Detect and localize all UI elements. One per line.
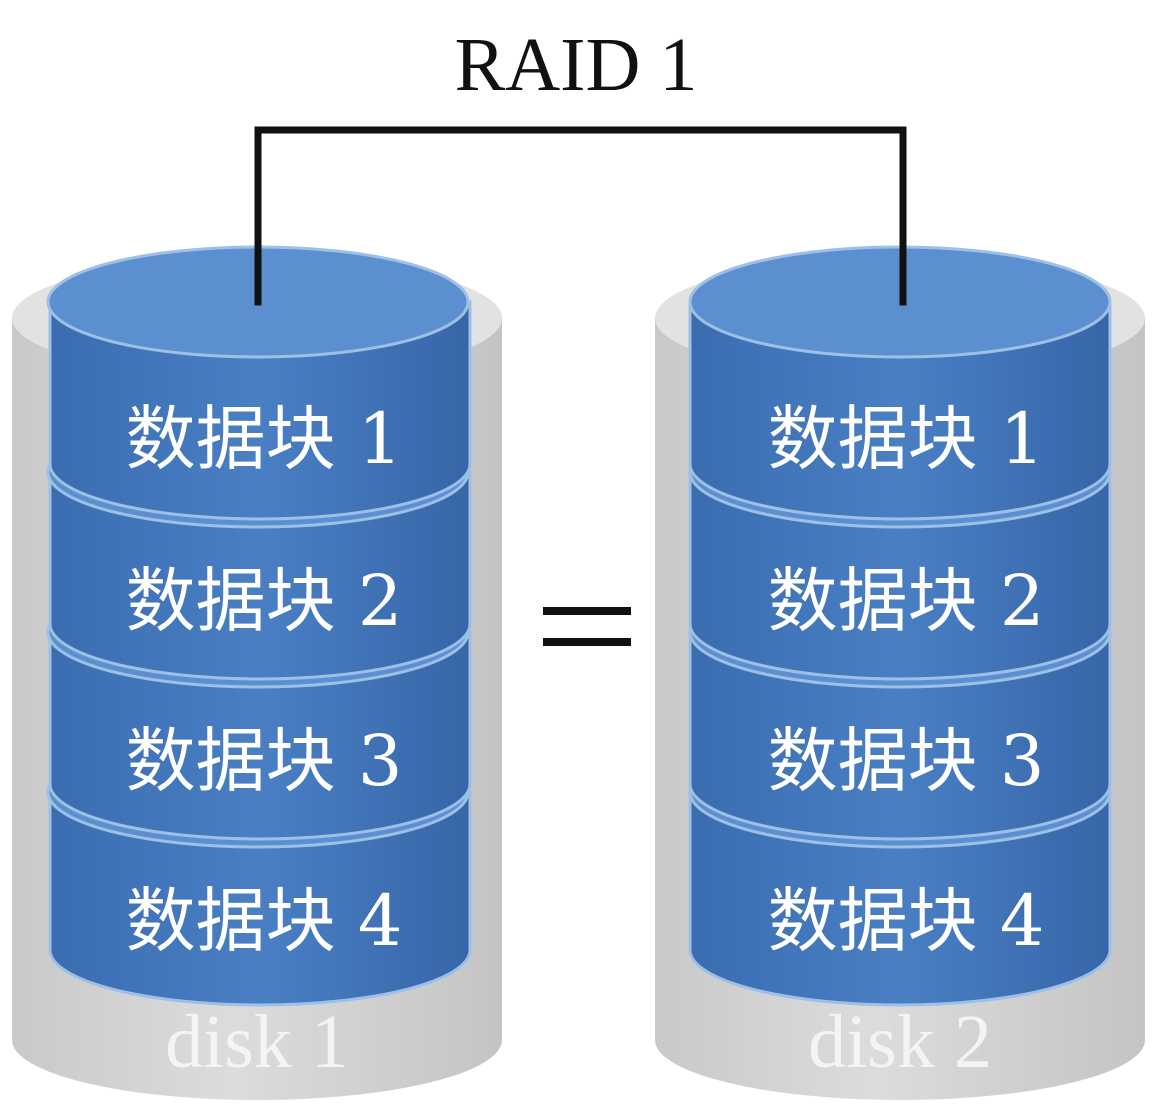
data-block-label: 数据块 4: [768, 880, 1045, 962]
disk-2-block-stack: 数据块 4 数据块 3 数据块 2 数据块 1: [688, 245, 1112, 1007]
mirror-connector-line: [254, 126, 907, 306]
data-block-label: 数据块 2: [768, 560, 1045, 642]
data-block-label: 数据块 3: [768, 720, 1045, 802]
data-block-body: [48, 630, 472, 841]
data-block-body: [688, 470, 1112, 681]
disk-1-label: disk 1: [165, 1000, 349, 1084]
data-block-body: [48, 300, 472, 521]
data-block-label: 数据块 3: [126, 720, 403, 802]
disk-1: 数据块 4 数据块 3 数据块 2 数据块 1 disk 1: [12, 245, 502, 1100]
diagram-title: RAID 1: [455, 23, 698, 107]
disk-1-block-stack: 数据块 4 数据块 3 数据块 2 数据块 1: [46, 245, 472, 1007]
data-block-label: 数据块 1: [768, 398, 1045, 480]
disk-2-label: disk 2: [808, 1000, 992, 1084]
data-block-label: 数据块 4: [126, 880, 403, 962]
data-block-label: 数据块 2: [126, 560, 403, 642]
equals-sign: [543, 607, 631, 646]
data-block-body: [688, 630, 1112, 841]
data-block-body: [48, 470, 472, 681]
disk-2: 数据块 4 数据块 3 数据块 2 数据块 1 disk 2: [655, 245, 1145, 1100]
data-block-body: [48, 790, 472, 1007]
data-block-body: [688, 300, 1112, 521]
data-block-body: [688, 790, 1112, 1007]
data-block-label: 数据块 1: [126, 398, 403, 480]
